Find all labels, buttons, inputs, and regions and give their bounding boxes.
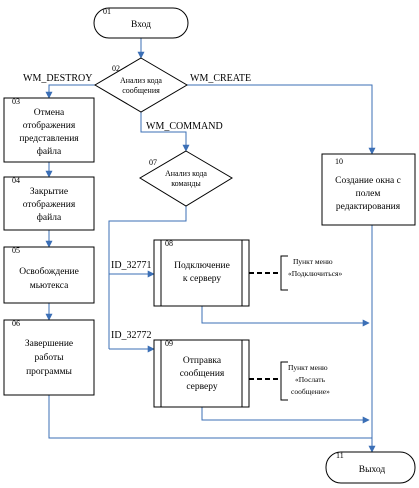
node-label: Выход bbox=[359, 465, 386, 475]
node-03-process: 03 Отмена отображения представления файл… bbox=[3, 97, 95, 163]
node-05-process: 05 Освобождение мьютекса bbox=[3, 246, 95, 304]
node-label-line1: Закрытие bbox=[30, 187, 68, 197]
node-label-line2: команды bbox=[171, 179, 201, 188]
edge-09-merge bbox=[201, 407, 370, 424]
edge-label-id32772: ID_32772 bbox=[111, 330, 152, 341]
node-number: 03 bbox=[12, 97, 20, 106]
node-09-subprocess: 09 Отправка сообщения серверу bbox=[153, 339, 250, 408]
node-label-line3: представления bbox=[19, 134, 79, 144]
node-number: 07 bbox=[149, 158, 157, 167]
connectors bbox=[45, 38, 376, 453]
node-number: 10 bbox=[335, 157, 343, 166]
node-label-line2: сообщения bbox=[180, 368, 225, 379]
note-line1: Пункт меню bbox=[288, 363, 328, 372]
node-label-line2: сообщения bbox=[122, 86, 160, 95]
node-label-line2: мьютекса bbox=[30, 281, 69, 291]
node-label: Вход bbox=[131, 20, 151, 30]
node-label-line2: отображения bbox=[23, 199, 76, 210]
edge-wm-create bbox=[187, 84, 376, 155]
edge-wm-command bbox=[140, 112, 190, 152]
node-label-line1: Освобождение bbox=[19, 266, 79, 277]
node-label-line2: отображения bbox=[23, 120, 76, 131]
note-line2: «Подключиться» bbox=[288, 269, 342, 278]
note-line2: «Послать bbox=[295, 375, 326, 384]
node-number: 02 bbox=[112, 64, 120, 73]
node-number: 04 bbox=[12, 176, 20, 185]
node-number: 11 bbox=[336, 451, 344, 460]
node-label-line1: Отправка bbox=[183, 356, 222, 366]
node-label-line2: к серверу bbox=[183, 274, 222, 284]
edge-06-exit bbox=[48, 395, 372, 439]
node-label-line2: работы bbox=[35, 352, 65, 363]
node-number: 06 bbox=[12, 319, 20, 328]
edge-08-merge bbox=[201, 306, 370, 327]
note-line3: сообщение» bbox=[291, 387, 330, 396]
edge-07-branch bbox=[108, 206, 187, 349]
node-label-line3: редактирования bbox=[336, 202, 401, 212]
note-08: Пункт меню «Подключиться» bbox=[249, 255, 342, 291]
node-11-exit: 11 Выход bbox=[325, 451, 416, 484]
node-label-line1: Анализ кода bbox=[165, 169, 207, 178]
node-07-decision: 07 Анализ кода команды bbox=[139, 150, 233, 207]
node-02-decision: 02 Анализ кода сообщения bbox=[94, 57, 188, 113]
node-label-line4: файла bbox=[37, 146, 62, 157]
node-01-start: 01 Вход bbox=[93, 7, 189, 39]
note-09: Пункт меню «Послать сообщение» bbox=[249, 361, 330, 401]
edge-label-wm-destroy: WM_DESTROY bbox=[23, 73, 92, 84]
node-10-process: 10 Создание окна с полем редактирования bbox=[321, 153, 416, 226]
node-number: 09 bbox=[165, 339, 173, 348]
node-label-line1: Анализ кода bbox=[120, 76, 162, 85]
node-label-line1: Завершение bbox=[25, 339, 73, 349]
node-label-line1: Создание окна с bbox=[335, 176, 401, 186]
node-06-process: 06 Завершение работы программы bbox=[3, 319, 95, 396]
node-label-line2: полем bbox=[356, 189, 381, 199]
node-number: 08 bbox=[165, 239, 173, 248]
node-label-line1: Отмена bbox=[34, 108, 65, 118]
node-label-line1: Подключение bbox=[174, 261, 230, 271]
node-label-line3: серверу bbox=[186, 382, 218, 392]
node-04-process: 04 Закрытие отображения файла bbox=[3, 176, 95, 231]
node-label-line3: программы bbox=[26, 367, 72, 377]
node-number: 05 bbox=[12, 246, 20, 255]
edge-label-wm-command: WM_COMMAND bbox=[146, 121, 223, 132]
edge-label-id32771: ID_32771 bbox=[111, 260, 152, 271]
node-number: 01 bbox=[103, 7, 111, 16]
node-08-subprocess: 08 Подключение к серверу bbox=[153, 239, 250, 307]
edge-label-wm-create: WM_CREATE bbox=[190, 73, 251, 84]
edge-wm-destroy bbox=[45, 84, 95, 99]
note-line1: Пункт меню bbox=[293, 257, 333, 266]
node-label-line3: файла bbox=[37, 212, 62, 223]
